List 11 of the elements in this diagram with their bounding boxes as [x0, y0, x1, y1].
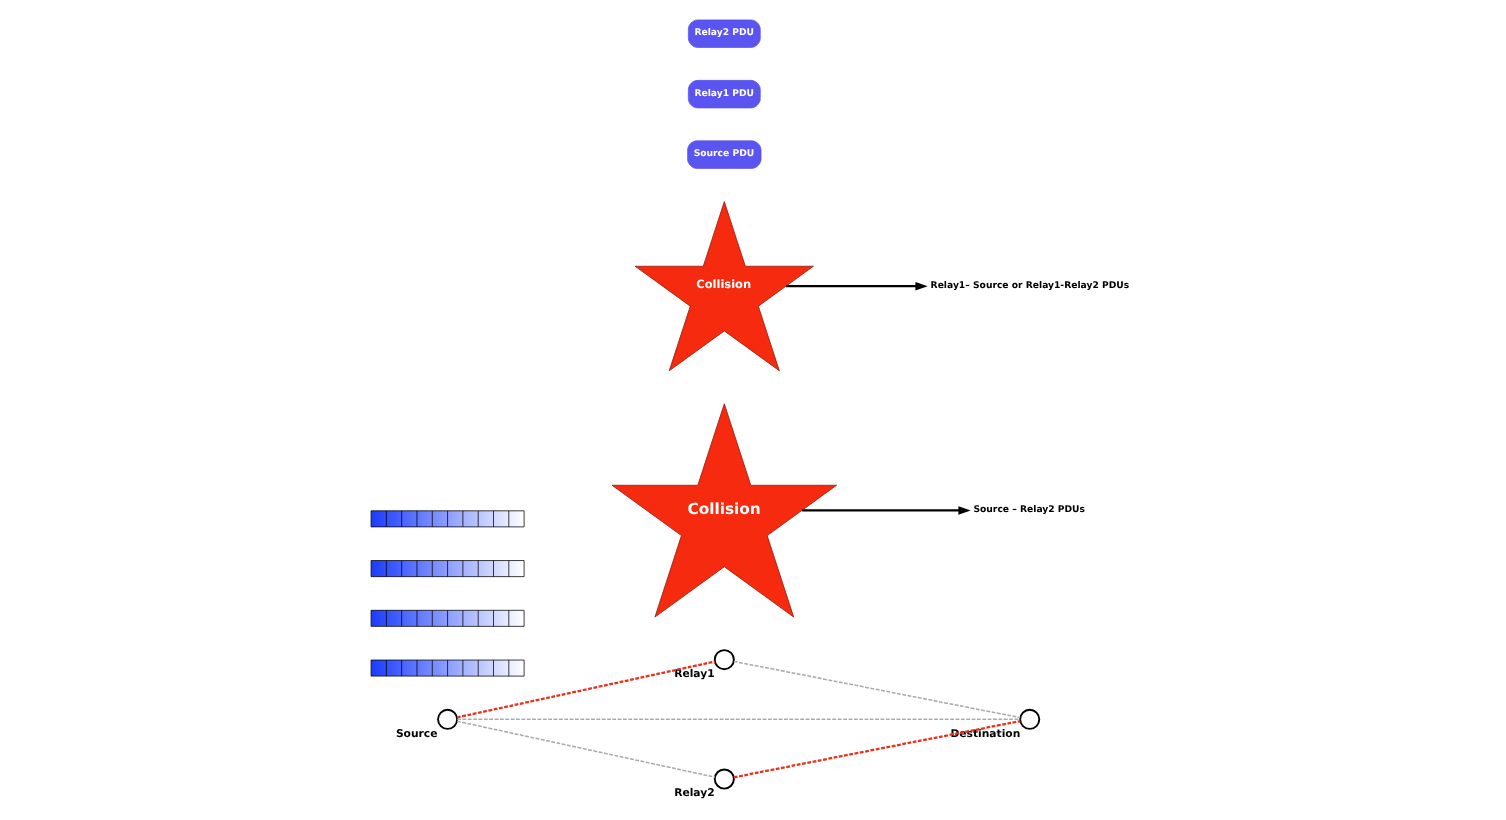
node-circle [713, 649, 735, 671]
connector [456, 718, 1021, 721]
arrow [786, 281, 928, 291]
connector [456, 720, 716, 778]
connector [733, 660, 1021, 719]
connector [456, 660, 716, 719]
node-circle [437, 708, 459, 730]
arrow [801, 506, 971, 515]
node-circle [1019, 708, 1041, 730]
node-circle [713, 768, 735, 790]
connector [733, 719, 1021, 779]
